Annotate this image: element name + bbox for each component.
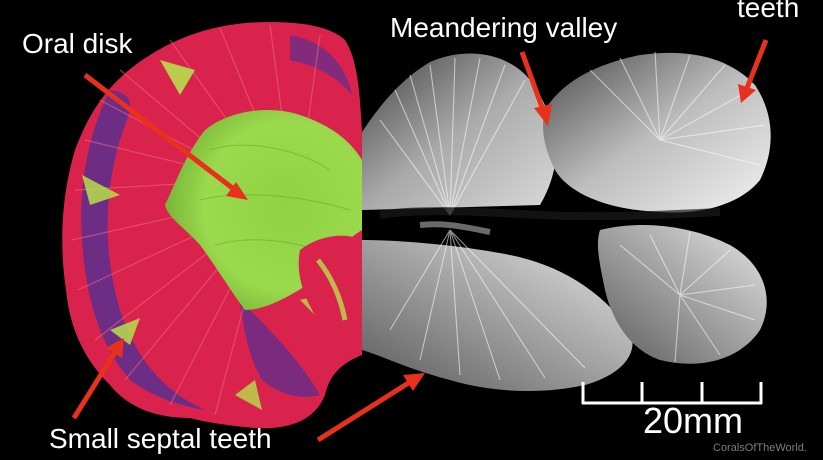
coral-skeleton-photo	[362, 52, 771, 391]
oral-disk-label: Oral disk	[22, 30, 132, 58]
scale-bar-label: 20mm	[643, 403, 743, 439]
meandering-valley-label: Meandering valley	[390, 14, 617, 42]
image-credit: CoralsOfTheWorld.	[713, 443, 807, 454]
arrow-small-septal-right	[318, 373, 425, 440]
teeth-label: teeth	[737, 0, 799, 22]
small-septal-teeth-label: Small septal teeth	[49, 425, 272, 453]
